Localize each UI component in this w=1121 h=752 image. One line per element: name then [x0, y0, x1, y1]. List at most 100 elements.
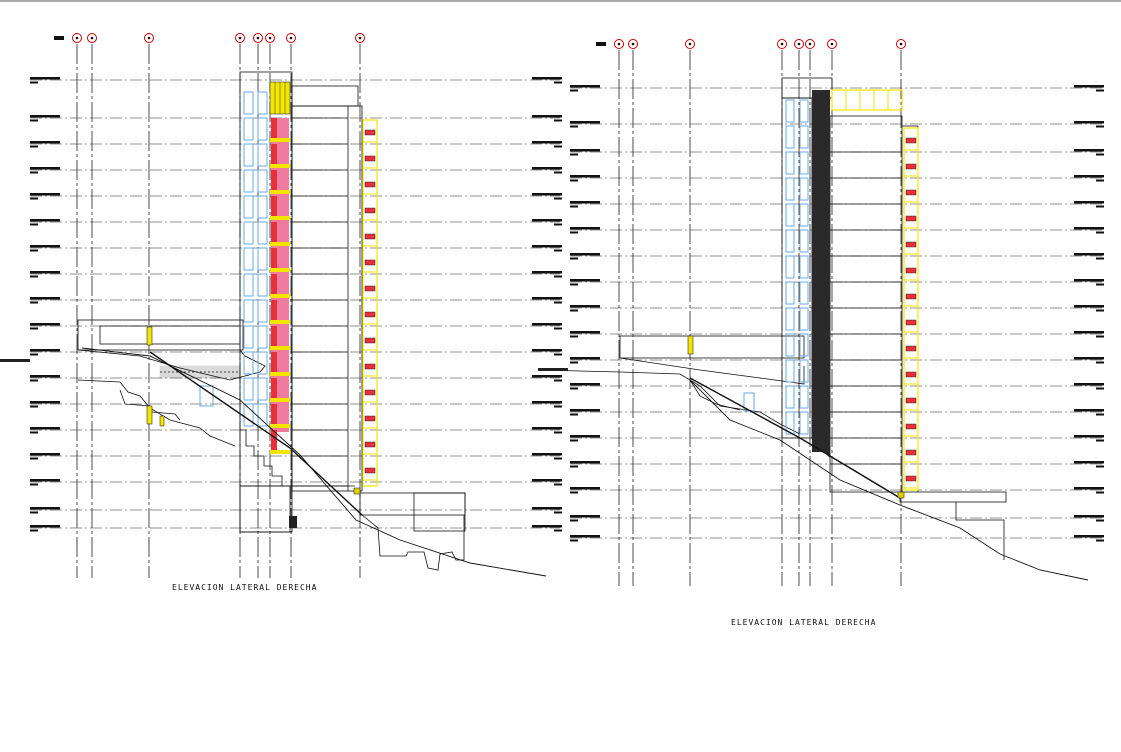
level-tag-small	[554, 249, 562, 252]
level-tag	[1074, 121, 1104, 124]
yellow-sill	[270, 424, 290, 428]
window	[799, 255, 809, 279]
level-tag-small	[1096, 89, 1104, 92]
red-marker	[905, 241, 917, 248]
level-tag	[1074, 331, 1104, 334]
window	[785, 385, 795, 409]
level-lines	[30, 77, 562, 532]
window	[257, 377, 268, 401]
window	[785, 333, 795, 357]
red-marker	[364, 207, 376, 214]
axis-bubble-dot	[631, 42, 635, 46]
yellow-sill	[270, 268, 290, 272]
roof-yellow-panel	[831, 89, 903, 111]
level-tag	[570, 121, 600, 124]
level-tag-small	[554, 431, 562, 434]
red-marker	[364, 363, 376, 370]
yellow-frame	[903, 127, 919, 491]
level-tag-small	[30, 301, 38, 304]
level-tag	[570, 201, 600, 204]
axis-bubble-dot	[358, 36, 362, 40]
level-tag	[532, 453, 562, 456]
window	[243, 325, 254, 349]
level-tag	[532, 167, 562, 170]
level-tag-small	[30, 171, 38, 174]
yellow-sill	[270, 320, 290, 324]
level-tag	[1074, 461, 1104, 464]
window	[257, 117, 268, 141]
level-tag	[1074, 305, 1104, 308]
window	[257, 143, 268, 167]
terrain-slope	[689, 377, 901, 499]
axis-bubble-dot	[256, 36, 260, 40]
level-tag-small	[30, 81, 38, 84]
red-marker	[905, 423, 917, 430]
red-marker	[905, 137, 917, 144]
level-tag	[532, 271, 562, 274]
axis-bubble-dot	[617, 42, 621, 46]
window	[243, 91, 254, 115]
red-panel	[271, 430, 277, 452]
level-tag	[30, 507, 60, 510]
level-tag-small	[570, 387, 578, 390]
axis-bubble-dot	[238, 36, 242, 40]
yellow-facade-band	[362, 119, 378, 487]
level-tag	[1074, 85, 1104, 88]
level-tag	[532, 479, 562, 482]
window	[243, 377, 254, 401]
ground-arrow-left	[0, 359, 30, 362]
red-marker	[364, 129, 376, 136]
window	[785, 281, 795, 305]
level-tag-small	[570, 465, 578, 468]
level-tag-small	[554, 405, 562, 408]
level-tag	[570, 331, 600, 334]
red-marker	[364, 311, 376, 318]
level-tag	[1074, 435, 1104, 438]
grid-axes	[54, 33, 365, 578]
level-tag-small	[30, 327, 38, 330]
level-tag	[1074, 535, 1104, 538]
level-tag-small	[554, 529, 562, 532]
level-tag-small	[30, 353, 38, 356]
base-dark-block	[289, 516, 297, 528]
red-panel	[271, 196, 277, 218]
podium-yellow-column	[687, 335, 694, 355]
level-tag	[532, 193, 562, 196]
level-tag-small	[554, 275, 562, 278]
level-tag	[532, 115, 562, 118]
level-tag-small	[554, 353, 562, 356]
axis-bubble-dot	[268, 36, 272, 40]
level-tag	[30, 427, 60, 430]
level-tag	[1074, 175, 1104, 178]
level-lines	[570, 85, 1105, 542]
level-tag	[30, 271, 60, 274]
red-marker	[905, 397, 917, 404]
terrain-profile	[689, 379, 1089, 581]
level-tag	[532, 401, 562, 404]
level-tag-small	[554, 379, 562, 382]
level-tag	[30, 219, 60, 222]
level-tag-small	[30, 249, 38, 252]
terrain-slope	[149, 351, 363, 516]
level-tag	[30, 349, 60, 352]
level-tag	[570, 175, 600, 178]
level-tag	[1074, 253, 1104, 256]
yellow-sill	[270, 372, 290, 376]
level-tag-small	[1096, 491, 1104, 494]
window	[243, 143, 254, 167]
red-marker	[905, 371, 917, 378]
window	[785, 99, 795, 123]
level-tag-small	[570, 519, 578, 522]
axis-bubble-dot	[688, 42, 692, 46]
level-tag	[532, 507, 562, 510]
facade-windows	[785, 99, 809, 435]
level-tag	[570, 305, 600, 308]
axis-bubble-dot	[75, 36, 79, 40]
window	[243, 351, 254, 375]
axis-tag	[596, 42, 606, 46]
window	[785, 229, 795, 253]
level-tag-small	[570, 231, 578, 234]
window	[799, 125, 809, 149]
window	[243, 247, 254, 271]
